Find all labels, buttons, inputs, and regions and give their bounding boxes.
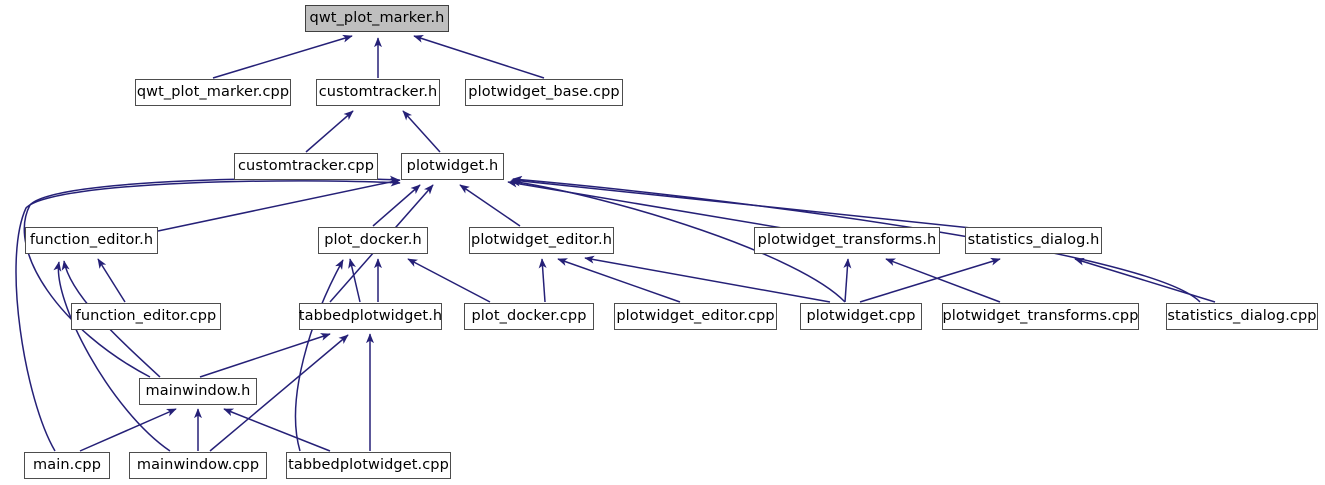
graph-node-label: plotwidget_editor.h [471, 232, 612, 249]
graph-node-label: statistics_dialog.h [967, 232, 1100, 249]
graph-node-label: statistics_dialog.cpp [1167, 308, 1317, 325]
graph-node-mainwindow_h[interactable]: mainwindow.h [139, 378, 257, 405]
graph-node-label: plotwidget_transforms.cpp [942, 308, 1139, 325]
graph-node-label: tabbedplotwidget.h [298, 308, 443, 325]
graph-node-plotwidget_editor_cpp[interactable]: plotwidget_editor.cpp [614, 303, 777, 330]
graph-node-label: plot_docker.h [324, 232, 422, 249]
graph-node-plotwidget_transforms_h[interactable]: plotwidget_transforms.h [754, 227, 940, 254]
graph-node-function_editor_h[interactable]: function_editor.h [25, 227, 158, 254]
graph-node-label: function_editor.h [29, 232, 154, 249]
graph-node-customtracker_cpp[interactable]: customtracker.cpp [234, 153, 378, 180]
graph-node-label: mainwindow.h [145, 383, 251, 400]
graph-node-plotwidget_base_cpp[interactable]: plotwidget_base.cpp [465, 79, 623, 106]
graph-node-statistics_dialog_cpp[interactable]: statistics_dialog.cpp [1166, 303, 1318, 330]
graph-node-plotwidget_transforms_cpp[interactable]: plotwidget_transforms.cpp [942, 303, 1139, 330]
graph-node-statistics_dialog_h[interactable]: statistics_dialog.h [965, 227, 1102, 254]
graph-node-label: plotwidget_transforms.h [757, 232, 937, 249]
graph-node-label: plotwidget.cpp [806, 308, 916, 325]
graph-node-label: customtracker.h [318, 84, 438, 101]
graph-node-label: function_editor.cpp [75, 308, 217, 325]
graph-node-label: plotwidget.h [406, 158, 499, 175]
graph-node-function_editor_cpp[interactable]: function_editor.cpp [71, 303, 221, 330]
graph-node-label: plotwidget_editor.cpp [616, 308, 775, 325]
graph-node-label: qwt_plot_marker.cpp [136, 84, 290, 101]
graph-node-main_cpp[interactable]: main.cpp [24, 452, 110, 479]
graph-node-mainwindow_cpp[interactable]: mainwindow.cpp [129, 452, 267, 479]
graph-node-tabbedplotwidget_h[interactable]: tabbedplotwidget.h [299, 303, 442, 330]
graph-node-label: plot_docker.cpp [471, 308, 587, 325]
graph-node-label: qwt_plot_marker.h [309, 10, 445, 27]
graph-node-qwt_plot_marker_cpp[interactable]: qwt_plot_marker.cpp [135, 79, 291, 106]
graph-node-qwt_plot_marker_h[interactable]: qwt_plot_marker.h [305, 5, 449, 32]
graph-node-plotwidget_editor_h[interactable]: plotwidget_editor.h [469, 227, 614, 254]
graph-node-plotwidget_h[interactable]: plotwidget.h [401, 153, 504, 180]
graph-node-plot_docker_h[interactable]: plot_docker.h [318, 227, 428, 254]
graph-node-label: mainwindow.cpp [136, 457, 260, 474]
graph-node-tabbedplotwidget_cpp[interactable]: tabbedplotwidget.cpp [286, 452, 451, 479]
graph-node-label: plotwidget_base.cpp [468, 84, 620, 101]
graph-node-label: customtracker.cpp [237, 158, 375, 175]
graph-node-plot_docker_cpp[interactable]: plot_docker.cpp [464, 303, 594, 330]
graph-node-label: main.cpp [32, 457, 102, 474]
graph-node-plotwidget_cpp[interactable]: plotwidget.cpp [800, 303, 922, 330]
graph-node-label: tabbedplotwidget.cpp [288, 457, 449, 474]
graph-node-customtracker_h[interactable]: customtracker.h [316, 79, 440, 106]
